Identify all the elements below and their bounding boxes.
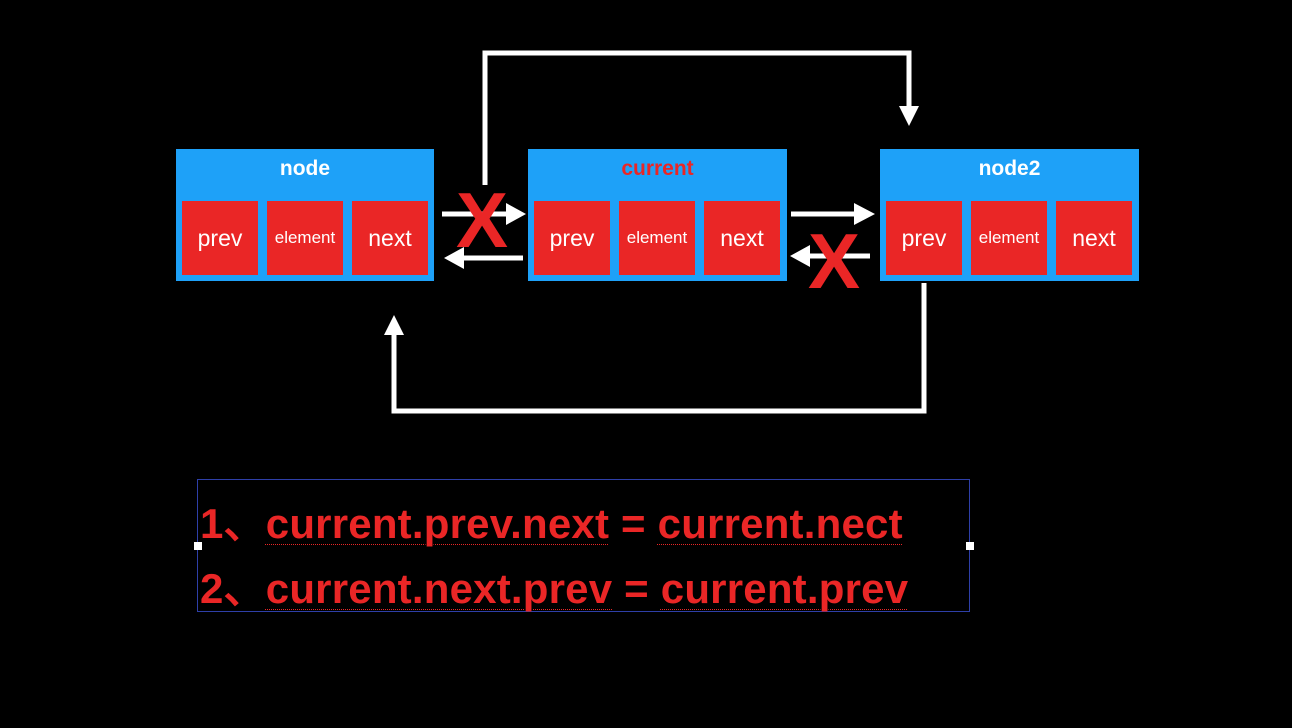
field-prev: prev: [886, 201, 962, 275]
arrow-node-to-current: [442, 203, 526, 225]
formula-rhs: current.nect: [657, 500, 903, 547]
cross-mark-left: X: [456, 176, 509, 264]
node-title: current: [621, 157, 694, 180]
formula-number: 2、: [200, 565, 266, 612]
formula-rhs: current.prev: [660, 565, 909, 612]
arrow-bypass-top: [482, 50, 919, 185]
node-box-current: current prev element next: [528, 149, 787, 281]
field-next: next: [1056, 201, 1132, 275]
field-prev: prev: [182, 201, 258, 275]
cross-mark-right: X: [808, 217, 861, 305]
node-title: node2: [978, 157, 1041, 180]
formula-number: 1、: [200, 500, 266, 547]
field-next: next: [704, 201, 780, 275]
node-box-node2: node2 prev element next: [880, 149, 1139, 281]
field-element: element: [619, 201, 695, 275]
formula-line-1: 1、current.prev.next = current.nect: [200, 490, 903, 551]
resize-handle-right[interactable]: [966, 542, 974, 550]
field-element: element: [971, 201, 1047, 275]
formula-operator: =: [609, 500, 658, 547]
formula-operator: =: [612, 565, 661, 612]
arrow-node2-to-current: [790, 245, 870, 267]
formula-lhs: current.prev.next: [265, 500, 610, 547]
field-element: element: [267, 201, 343, 275]
arrow-current-to-node2: [791, 203, 875, 225]
arrow-bypass-bottom: [384, 283, 927, 414]
arrow-current-to-node: [444, 247, 523, 269]
node-title: node: [279, 157, 331, 180]
field-next: next: [352, 201, 428, 275]
field-prev: prev: [534, 201, 610, 275]
node-box-node: node prev element next: [176, 149, 434, 281]
resize-handle-left[interactable]: [194, 542, 202, 550]
formula-line-2: 2、current.next.prev = current.prev: [200, 555, 908, 616]
formula-lhs: current.next.prev: [265, 565, 613, 612]
